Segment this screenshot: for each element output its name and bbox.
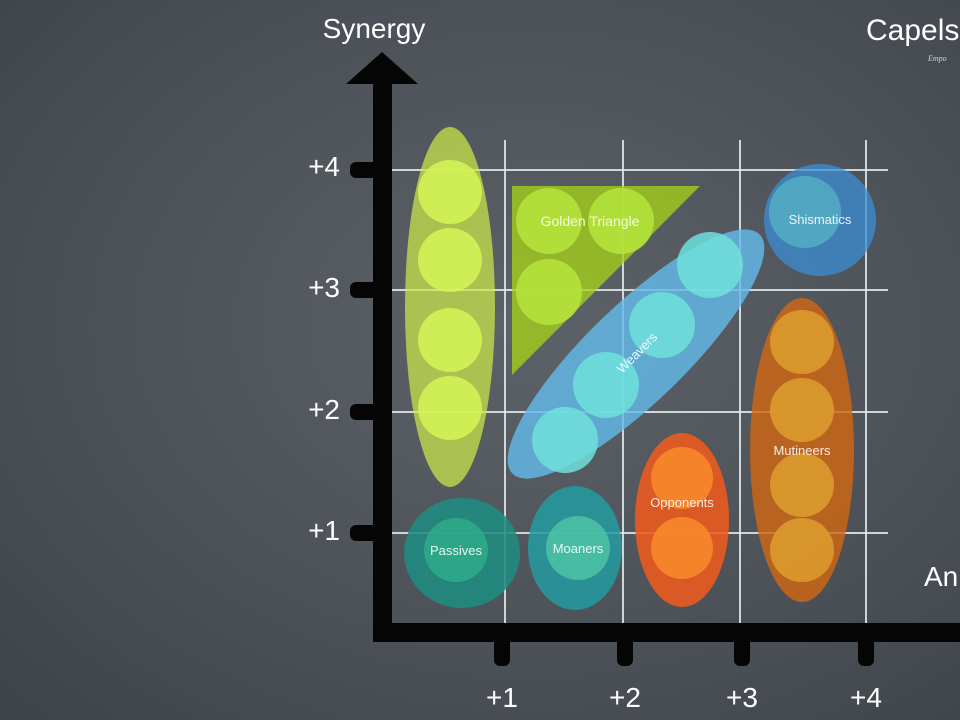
passives-label: Passives <box>430 543 483 558</box>
opponents-circle <box>651 447 713 509</box>
moaners-label: Moaners <box>553 541 604 556</box>
group-passives: Passives <box>404 498 520 608</box>
y-tick-mark <box>350 404 380 420</box>
x-axis-label: An <box>924 561 958 592</box>
y-tick-label: +2 <box>308 394 340 425</box>
group-moaners: Moaners <box>528 486 622 610</box>
golden-triangle-circle <box>516 188 582 254</box>
y-axis-arrowhead <box>346 52 418 84</box>
left-column-circle <box>418 228 482 292</box>
opponents-circle <box>651 517 713 579</box>
y-tick-label: +3 <box>308 272 340 303</box>
left-column-circle <box>418 160 482 224</box>
group-weavers: Weavers <box>507 229 765 479</box>
opponents-label: Opponents <box>650 495 714 510</box>
mutineers-ellipse <box>750 298 854 602</box>
passives-circle <box>424 518 488 582</box>
shismatics-label: Shismatics <box>789 212 852 227</box>
x-tick-mark <box>617 636 633 666</box>
golden-triangle-circle <box>516 259 582 325</box>
mutineers-label: Mutineers <box>773 443 831 458</box>
y-tick-label: +4 <box>308 151 340 182</box>
x-tick-mark <box>858 636 874 666</box>
weavers-circle <box>532 407 598 473</box>
axis-text: Synergy An +4 +3 +2 +1 +1 +2 +3 +4 <box>308 13 958 713</box>
group-mutineers: Mutineers <box>750 298 854 602</box>
x-axis-line <box>373 623 960 642</box>
group-golden-triangle: Golden Triangle <box>512 186 700 375</box>
x-tick-label: +1 <box>486 682 518 713</box>
y-axis-line <box>373 80 392 642</box>
y-tick-mark <box>350 162 380 178</box>
weavers-circle <box>677 232 743 298</box>
left-column-circle <box>418 376 482 440</box>
left-column-circle <box>418 308 482 372</box>
mutineers-circle <box>770 518 834 582</box>
mutineers-circle <box>770 453 834 517</box>
y-tick-mark <box>350 282 380 298</box>
x-tick-label: +3 <box>726 682 758 713</box>
x-tick-mark <box>734 636 750 666</box>
y-tick-mark <box>350 525 380 541</box>
moaners-circle <box>546 516 610 580</box>
x-tick-label: +2 <box>609 682 641 713</box>
shismatics-circle-inner <box>769 176 841 248</box>
mutineers-circle <box>770 310 834 374</box>
x-tick-label: +4 <box>850 682 882 713</box>
weavers-circle <box>629 292 695 358</box>
group-opponents: Opponents <box>635 433 729 607</box>
axes <box>346 52 960 666</box>
y-tick-label: +1 <box>308 515 340 546</box>
brand-title: Capels <box>866 14 960 47</box>
golden-triangle-circle <box>588 188 654 254</box>
x-tick-mark <box>494 636 510 666</box>
group-left-column <box>405 127 495 487</box>
group-shismatics: Shismatics <box>764 164 876 276</box>
golden-triangle-label: Golden Triangle <box>541 213 640 229</box>
mutineers-circle <box>770 378 834 442</box>
brand-subtitle: Empo <box>928 54 947 63</box>
weavers-circle <box>573 352 639 418</box>
y-axis-label: Synergy <box>323 13 426 44</box>
